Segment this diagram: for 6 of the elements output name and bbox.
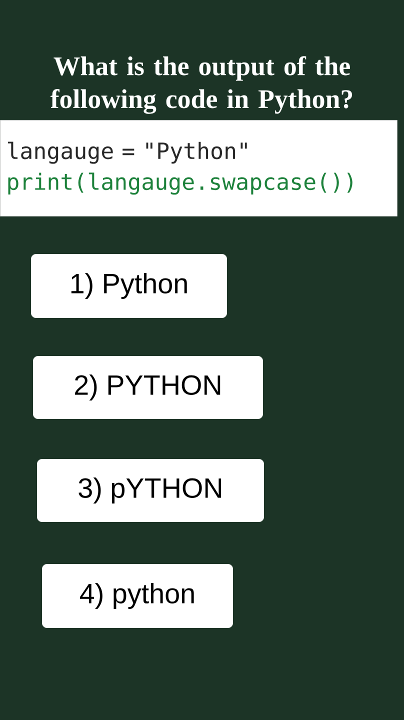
answer-option: 3) pYTHON — [37, 459, 264, 522]
answer-option: 2) PYTHON — [33, 356, 263, 419]
code-block: langauge = "Python" print(langauge.swapcase()) — [0, 120, 398, 216]
answer-option: 4) python — [42, 564, 233, 628]
answer-option: 1) Python — [31, 254, 227, 318]
question-title: What is the output of the following code in Python? — [50, 56, 352, 114]
